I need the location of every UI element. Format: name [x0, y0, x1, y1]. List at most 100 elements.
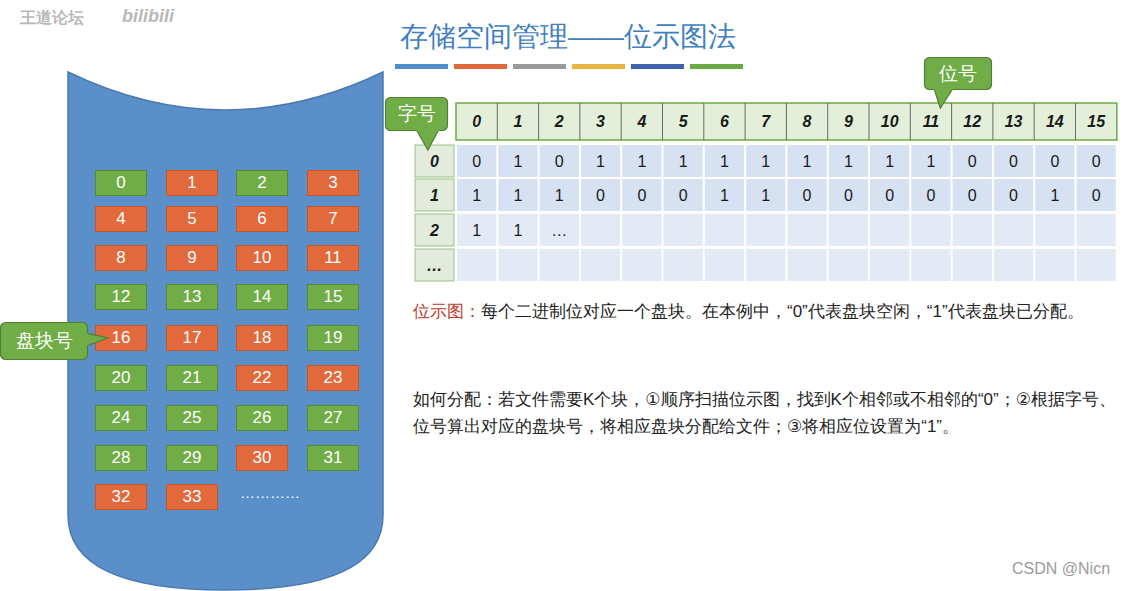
- block-number: 2: [257, 173, 266, 193]
- header-row: [456, 103, 1117, 140]
- bit-cell: [581, 214, 620, 246]
- block-rect: [167, 485, 218, 510]
- block-number: 7: [328, 209, 337, 229]
- bit-cell: [829, 249, 868, 281]
- bit-cell: [1077, 249, 1116, 281]
- bit-number: 10: [869, 103, 910, 140]
- bit-cell: [870, 179, 909, 211]
- bit-value: 0: [1076, 145, 1117, 178]
- block-rect: [308, 171, 359, 196]
- disk-block: 10: [236, 245, 288, 271]
- bit-value: 1: [456, 179, 497, 212]
- bit-value: …: [539, 214, 580, 247]
- block-rect: [237, 366, 288, 391]
- bit-value: 1: [745, 145, 786, 178]
- bit-value: 1: [786, 145, 827, 178]
- disk-block: 14: [236, 284, 288, 310]
- bit-value: 0: [910, 179, 951, 212]
- block-rect: [237, 246, 288, 271]
- bit-number: 14: [1034, 103, 1075, 140]
- disk-block: 17: [166, 325, 218, 351]
- bit-cell: [1035, 249, 1074, 281]
- callout-label: 盘块号: [0, 322, 88, 360]
- row-header-cell: [415, 214, 454, 246]
- disk-block: 11: [307, 245, 359, 271]
- disk-block: 28: [95, 445, 147, 471]
- grid-line: [538, 103, 539, 140]
- word-number: 0: [415, 145, 454, 178]
- disk-block: 32: [95, 484, 147, 510]
- bit-value: 0: [580, 179, 621, 212]
- disk-block: 5: [166, 206, 218, 232]
- bit-cell: [457, 249, 496, 281]
- bit-value: 0: [952, 145, 993, 178]
- block-rect: [167, 246, 218, 271]
- block-number: 23: [324, 368, 343, 388]
- bit-value: 0: [786, 179, 827, 212]
- disk-block: 30: [236, 445, 288, 471]
- bit-cell: [746, 214, 785, 246]
- block-number: 4: [116, 209, 125, 229]
- block-rect: [96, 285, 147, 310]
- bit-number: 4: [621, 103, 662, 140]
- bit-value: 0: [828, 179, 869, 212]
- grid-line: [703, 103, 704, 140]
- callout-label: 字号: [385, 97, 448, 131]
- block-rect: [237, 285, 288, 310]
- word-number: …: [415, 249, 454, 282]
- block-rect: [167, 207, 218, 232]
- bit-cell: [705, 249, 744, 281]
- disk-block: 25: [166, 405, 218, 431]
- bit-cell: [829, 214, 868, 246]
- word-number: 1: [415, 179, 454, 212]
- grid-line: [662, 103, 663, 140]
- block-rect: [308, 446, 359, 471]
- block-number: 21: [183, 368, 202, 388]
- block-number: 22: [253, 368, 272, 388]
- bit-cell: [746, 249, 785, 281]
- bit-number: 1: [497, 103, 538, 140]
- term: 位示图：: [413, 302, 481, 321]
- bit-value: 0: [993, 145, 1034, 178]
- block-rect: [167, 366, 218, 391]
- block-rect: [96, 406, 147, 431]
- grid-line: [951, 103, 952, 140]
- callout-seam: [934, 88, 952, 91]
- page-title: 存储空间管理——位示图法: [400, 18, 736, 56]
- callout-seam: [417, 129, 439, 132]
- bit-value: 0: [952, 179, 993, 212]
- grid-line: [621, 103, 622, 140]
- bit-value: 0: [539, 145, 580, 178]
- block-number: 9: [187, 248, 196, 268]
- block-rect: [308, 326, 359, 351]
- callout-tail: [87, 333, 108, 345]
- grid-line: [497, 103, 498, 140]
- disk-block: 20: [95, 365, 147, 391]
- disk-block: 12: [95, 284, 147, 310]
- grid-line: [786, 103, 787, 140]
- block-rect: [167, 326, 218, 351]
- bit-cell: [953, 249, 992, 281]
- bit-value: 1: [745, 179, 786, 212]
- bit-value: 1: [497, 214, 538, 247]
- disk-block: 6: [236, 206, 288, 232]
- bit-cell: [664, 145, 703, 177]
- bit-cell: [953, 214, 992, 246]
- block-number: 18: [253, 328, 272, 348]
- bit-cell: [994, 249, 1033, 281]
- disk-block: 19: [307, 325, 359, 351]
- block-number: 8: [116, 248, 125, 268]
- disk-block: 26: [236, 405, 288, 431]
- block-number: 15: [324, 287, 343, 307]
- title-underline: [395, 64, 743, 69]
- block-number: 27: [324, 408, 343, 428]
- callout-text: 字号: [398, 101, 436, 127]
- bit-number: 2: [539, 103, 580, 140]
- block-number: 1: [187, 173, 196, 193]
- row-header-cell: [415, 179, 454, 211]
- disk-block: 23: [307, 365, 359, 391]
- note-paragraph: 如何分配：若文件需要K个块，①顺序扫描位示图，找到K个相邻或不相邻的“0”；②根…: [413, 386, 1118, 440]
- disk-cylinder: [68, 72, 383, 590]
- callout-label: 位号: [924, 57, 992, 90]
- disk-block: 2: [236, 170, 288, 196]
